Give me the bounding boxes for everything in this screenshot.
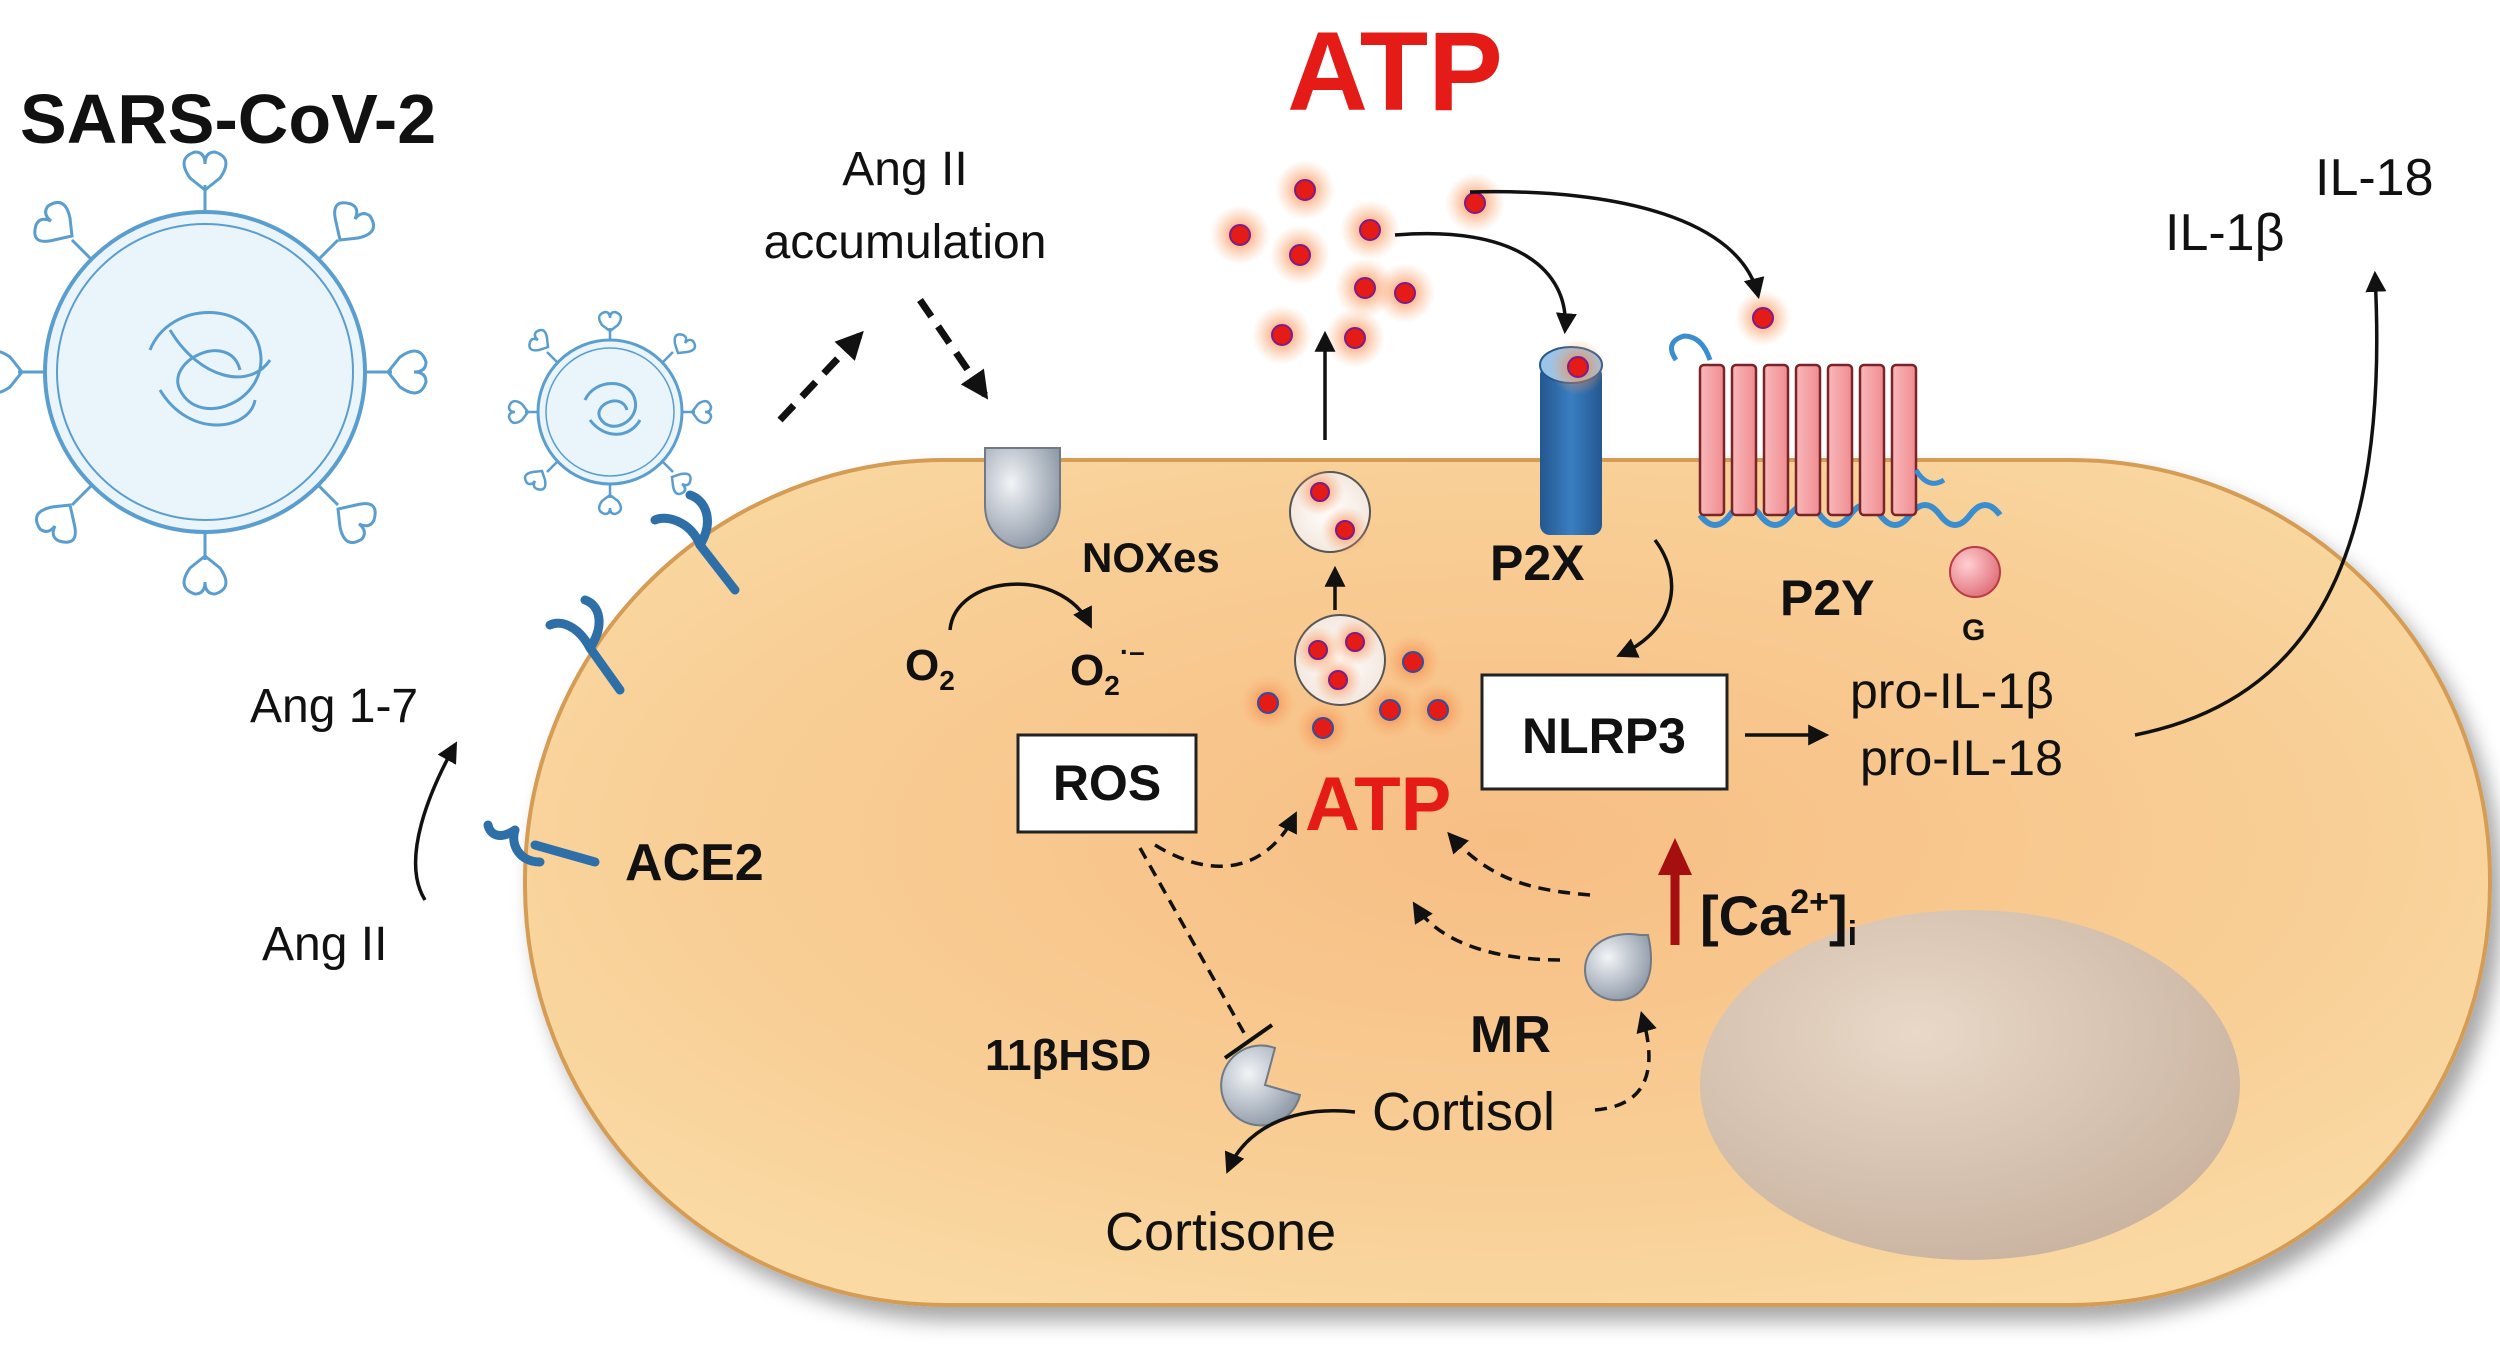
nucleus bbox=[1700, 910, 2240, 1260]
cortisol-label: Cortisol bbox=[1372, 1082, 1555, 1142]
p2y-label: P2Y bbox=[1780, 570, 1875, 626]
atp-intracellular-cluster bbox=[1240, 634, 1466, 756]
ace2-receptor-3 bbox=[483, 820, 600, 867]
ros-box bbox=[1016, 733, 1198, 834]
arrow-proil-to-il bbox=[2134, 270, 2387, 737]
g-protein-label: G bbox=[1962, 614, 1985, 647]
arrow-cortisol-to-mr bbox=[1594, 1010, 1657, 1112]
noxes-label: NOXes bbox=[1082, 534, 1220, 581]
atp-vesicle-lower bbox=[1294, 614, 1386, 706]
calcium-label: [Ca2+]i bbox=[1700, 883, 1857, 953]
ace2-receptor-1 bbox=[650, 490, 740, 595]
il1b-label: IL-1β bbox=[2165, 204, 2285, 262]
p2x-label: P2X bbox=[1490, 535, 1585, 591]
arrow-ros-to-atp bbox=[1154, 811, 1297, 869]
arrow-cortisol-to-cortisone bbox=[1224, 1109, 1356, 1174]
arrow-angii-to-ang17 bbox=[413, 741, 458, 901]
mr-label: MR bbox=[1470, 1006, 1551, 1064]
arrow-mr-to-atp-2 bbox=[1412, 901, 1561, 962]
arrow-o2-to-superoxide bbox=[948, 582, 1092, 631]
ace2-receptor-2 bbox=[545, 595, 625, 695]
ros-label: ROS bbox=[1053, 755, 1161, 811]
superoxide-label: O2·– bbox=[1070, 636, 1145, 701]
virus-large bbox=[0, 150, 428, 596]
nlrp3-label: NLRP3 bbox=[1522, 708, 1686, 764]
ang2-label: Ang II bbox=[262, 918, 387, 971]
ang2-accumulation-line1: Ang II bbox=[842, 143, 967, 196]
ang17-label: Ang 1-7 bbox=[250, 680, 418, 733]
mr-receptor bbox=[1583, 933, 1652, 1002]
nlrp3-box bbox=[1480, 673, 1729, 791]
o2-label: O2 bbox=[905, 641, 955, 696]
atp-top-label: ATP bbox=[1287, 9, 1503, 134]
atp-extracellular-cluster bbox=[1210, 160, 1791, 395]
ace2-label: ACE2 bbox=[625, 834, 764, 892]
atp-inner-label: ATP bbox=[1305, 762, 1451, 847]
pro-il18-label: pro-IL-18 bbox=[1860, 730, 2063, 786]
g-protein-ball bbox=[1949, 546, 2001, 598]
arrow-atp-to-p2y bbox=[1469, 189, 1765, 300]
inhibition-bar bbox=[1223, 1023, 1274, 1060]
ang2-accumulation-line2: accumulation bbox=[764, 216, 1047, 269]
virus-label: SARS-CoV-2 bbox=[20, 80, 436, 158]
cortisone-label: Cortisone bbox=[1105, 1202, 1336, 1262]
nox-channel bbox=[984, 447, 1061, 550]
p2y-receptor bbox=[1669, 333, 2003, 528]
arrow-p2x-to-nlrp3 bbox=[1616, 538, 1674, 658]
calcium-up-arrowhead bbox=[1658, 838, 1692, 875]
arrow-atp-to-p2x bbox=[1394, 232, 1577, 335]
inhibition-ros-to-hsd bbox=[1138, 847, 1250, 1041]
virus-small bbox=[507, 310, 713, 516]
hsd-label: 11βHSD bbox=[985, 1031, 1151, 1080]
pro-il1b-label: pro-IL-1β bbox=[1850, 663, 2054, 719]
hsd-enzyme bbox=[1220, 1044, 1302, 1127]
atp-vesicle-upper bbox=[1289, 468, 1371, 554]
arrow-angii-to-nox bbox=[917, 298, 989, 400]
arrow-virus-to-angii bbox=[777, 330, 864, 423]
il18-label: IL-18 bbox=[2315, 149, 2434, 207]
